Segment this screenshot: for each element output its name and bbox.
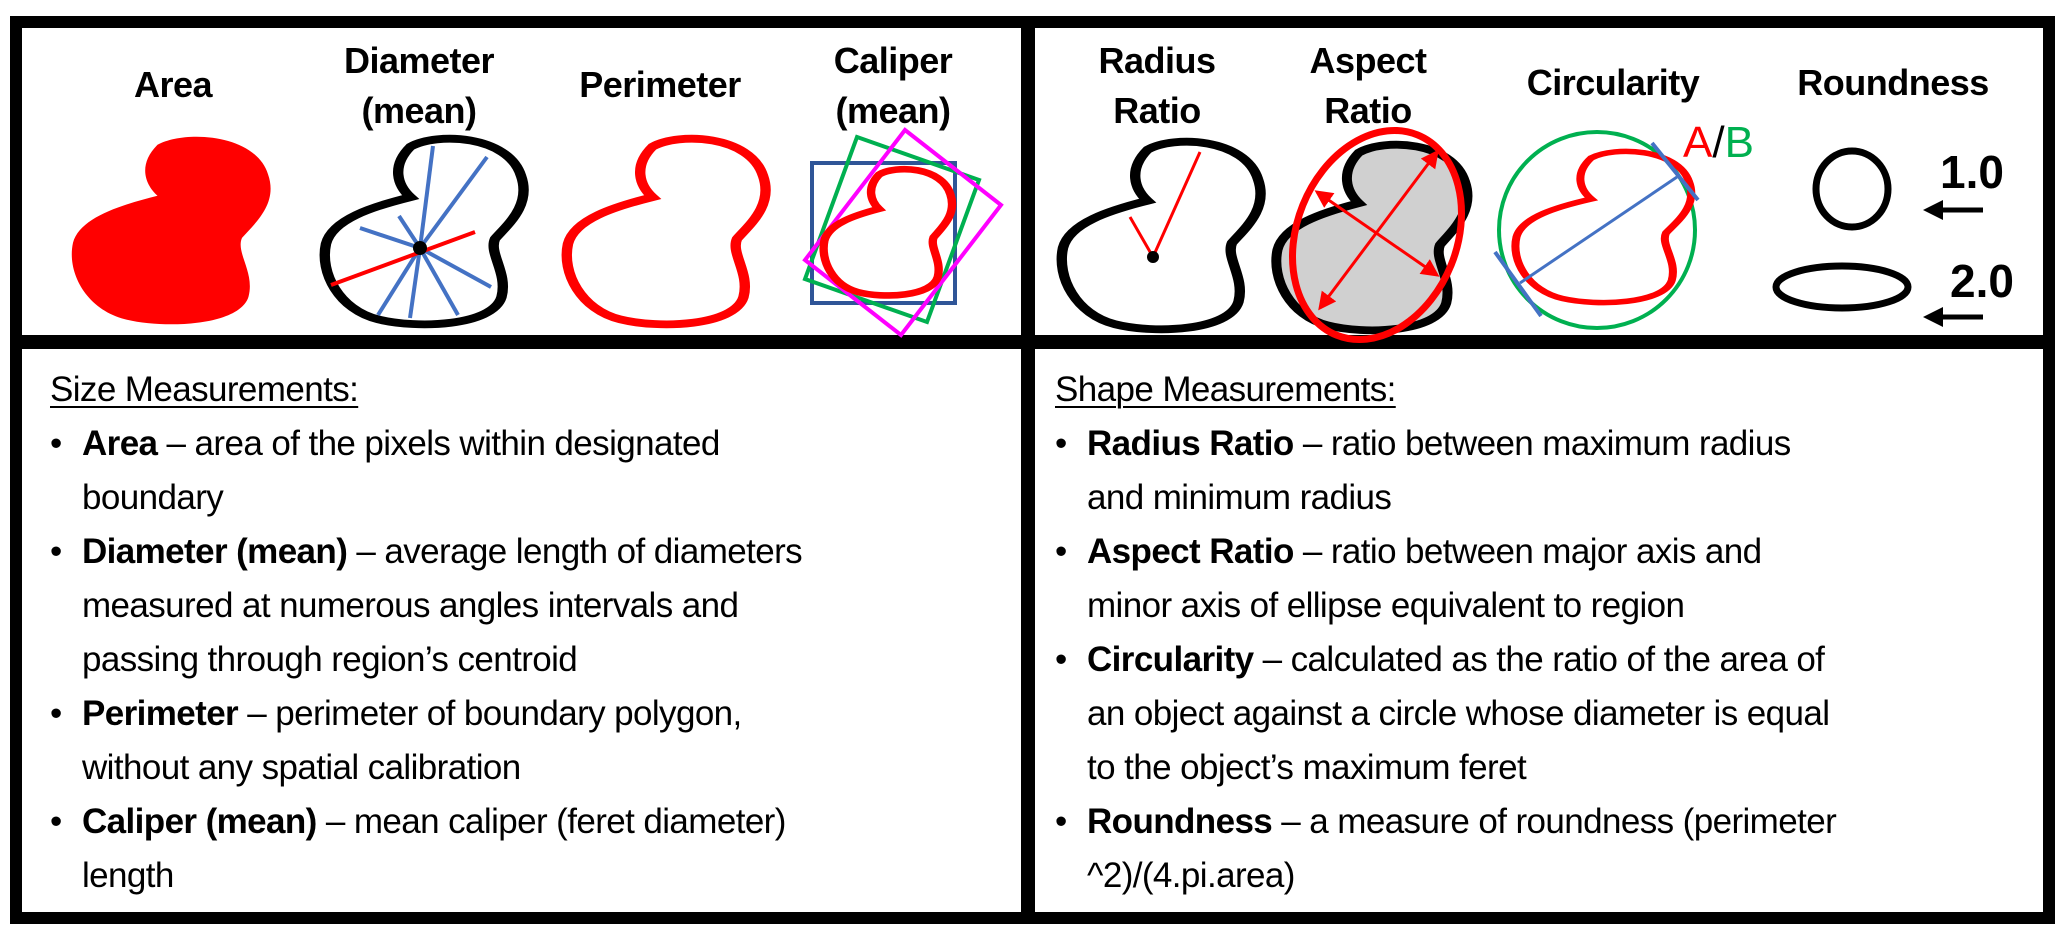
area-shape-icon xyxy=(71,136,271,325)
description: – perimeter of boundary polygon, xyxy=(238,694,742,733)
aspect-ratio-shape-icon xyxy=(1262,126,1491,344)
list-item-area: •Area – area of the pixels within design… xyxy=(50,424,721,463)
description: measured at numerous angles intervals an… xyxy=(82,586,739,625)
title-text: Perimeter xyxy=(579,64,741,105)
radius-ratio-shape-icon xyxy=(1062,142,1261,330)
description: – ratio between major axis and xyxy=(1293,532,1762,571)
description: boundary xyxy=(82,478,224,517)
circularity-shape-icon xyxy=(1493,130,1700,330)
term: Circularity xyxy=(1087,640,1254,679)
description: passing through region’s centroid xyxy=(82,640,578,679)
panel-frame xyxy=(10,16,2055,924)
description: minor axis of ellipse equivalent to regi… xyxy=(1087,586,1685,625)
title-text: Aspect xyxy=(1309,40,1427,81)
title-text: Diameter xyxy=(343,40,495,81)
title-text: Area xyxy=(133,64,213,105)
list-item-radius-ratio: •Radius Ratio – ratio between maximum ra… xyxy=(1055,424,1791,463)
roundness-value-ellipse: 2.0 xyxy=(1950,255,2014,307)
term: Aspect Ratio xyxy=(1087,532,1294,571)
circularity-ratio-label: A/B xyxy=(1683,118,1754,168)
description: length xyxy=(82,856,174,895)
title-text: Ratio xyxy=(1324,90,1412,131)
title-text: (mean) xyxy=(361,90,477,131)
list-item-circularity: •Circularity – calculated as the ratio o… xyxy=(1055,640,1825,679)
term: Caliper (mean) xyxy=(82,802,317,841)
label-b: B xyxy=(1724,118,1754,167)
description: ^2)/(4.pi.area) xyxy=(1087,856,1295,895)
description: – ratio between maximum radius xyxy=(1293,424,1791,463)
term: Diameter (mean) xyxy=(82,532,348,571)
list-item-caliper: •Caliper (mean) – mean caliper (feret di… xyxy=(50,802,787,841)
description: – mean caliper (feret diameter) xyxy=(316,802,787,841)
term: Roundness xyxy=(1087,802,1273,841)
description: and minimum radius xyxy=(1087,478,1392,517)
title-text: Radius xyxy=(1098,40,1216,81)
title-caliper: Caliper (mean) xyxy=(834,36,953,136)
term: Area xyxy=(82,424,158,463)
description: to the object’s maximum feret xyxy=(1087,748,1527,787)
label-a: A xyxy=(1683,118,1713,167)
label-slash: / xyxy=(1712,118,1725,167)
description: – area of the pixels within designated xyxy=(157,424,721,463)
diameter-shape-icon xyxy=(325,139,524,325)
roundness-shape-icon xyxy=(1772,147,1912,312)
list-item-roundness: •Roundness – a measure of roundness (per… xyxy=(1055,802,1837,841)
size-measurements-text: Size Measurements: •Area – area of the p… xyxy=(50,363,803,903)
perimeter-shape-icon xyxy=(567,139,766,325)
description: an object against a circle whose diamete… xyxy=(1087,694,1830,733)
list-item-diameter: •Diameter (mean) – average length of dia… xyxy=(50,532,803,571)
shape-measurements-text: Shape Measurements: •Radius Ratio – rati… xyxy=(1055,363,1837,903)
list-item-perimeter: •Perimeter – perimeter of boundary polyg… xyxy=(50,694,742,733)
title-text: Roundness xyxy=(1797,62,1989,103)
section-heading: Shape Measurements: xyxy=(1055,370,1396,409)
roundness-value-circle: 1.0 xyxy=(1940,146,2004,198)
term: Perimeter xyxy=(82,694,239,733)
title-diameter: Diameter (mean) xyxy=(343,36,495,136)
title-area: Area xyxy=(133,60,213,110)
title-roundness: Roundness xyxy=(1797,58,1989,108)
description: – calculated as the ratio of the area of xyxy=(1253,640,1825,679)
description: without any spatial calibration xyxy=(82,748,521,787)
title-text: (mean) xyxy=(835,90,951,131)
description: – average length of diameters xyxy=(347,532,803,571)
title-text: Ratio xyxy=(1113,90,1201,131)
description: – a measure of roundness (perimeter xyxy=(1272,802,1837,841)
title-circularity: Circularity xyxy=(1527,58,1700,108)
caliper-shape-icon xyxy=(802,127,1004,338)
term: Radius Ratio xyxy=(1087,424,1294,463)
title-text: Caliper xyxy=(833,40,953,81)
section-heading: Size Measurements: xyxy=(50,370,359,409)
title-text: Circularity xyxy=(1526,62,1700,103)
list-item-aspect-ratio: •Aspect Ratio – ratio between major axis… xyxy=(1055,532,1762,571)
title-perimeter: Perimeter xyxy=(579,60,741,110)
